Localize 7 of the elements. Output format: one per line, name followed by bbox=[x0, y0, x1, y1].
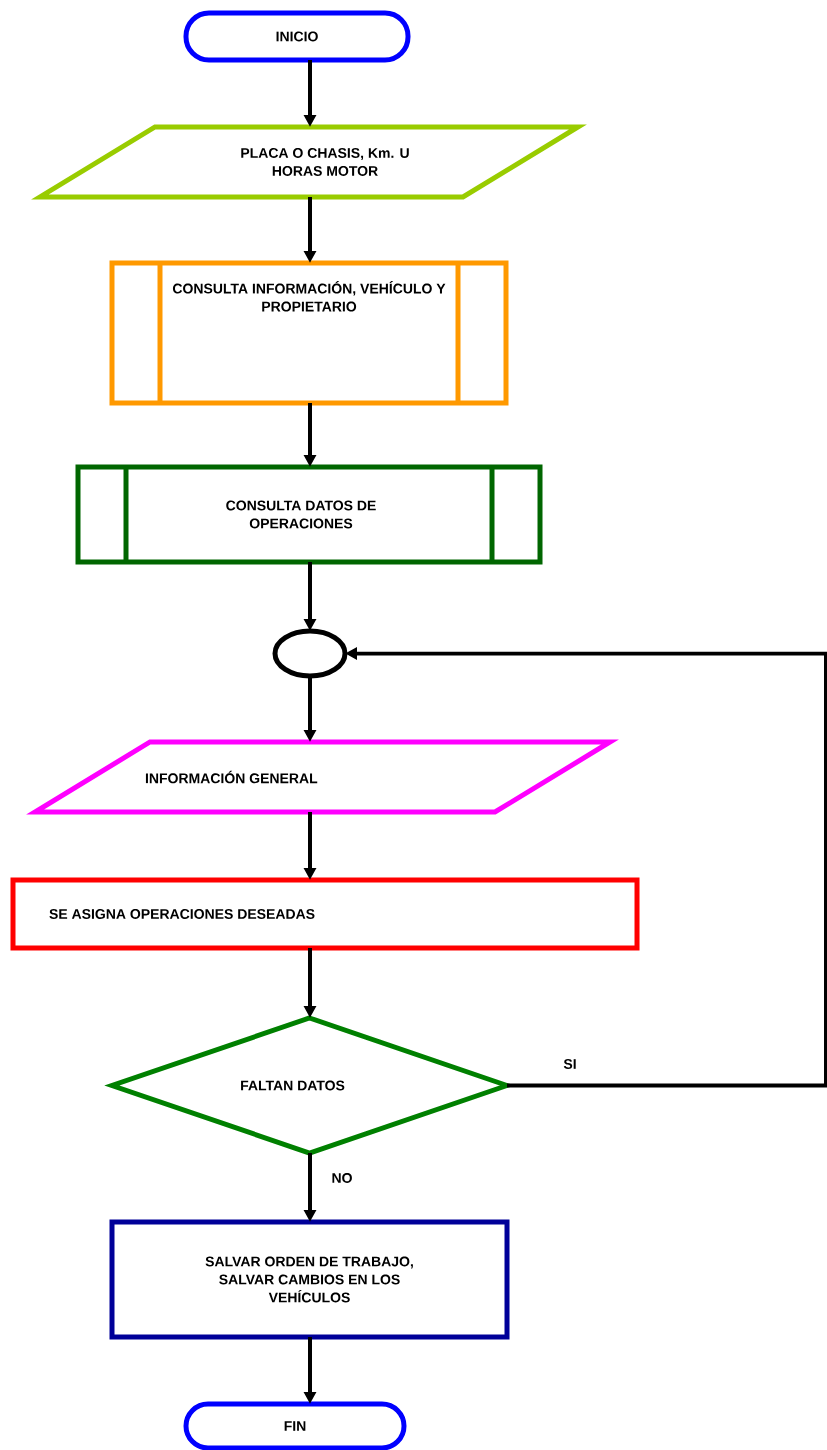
subprocess-box: CONSULTA INFORMACIÓN, VEHÍCULO Y PROPIETARIO bbox=[109, 260, 509, 406]
subprocess-box: CONSULTA DATOS DE OPERACIONES bbox=[75, 464, 543, 565]
edge-label: NO bbox=[330, 1172, 354, 1184]
edge-label: SI bbox=[562, 1058, 578, 1070]
process-box: SE ASIGNA OPERACIONES DESEADAS bbox=[10, 877, 640, 951]
process-box: SALVAR ORDEN DE TRABAJO, SALVAR CAMBIOS EN LOS VEHÍCULOS bbox=[109, 1219, 510, 1340]
connector-circle bbox=[272, 628, 348, 679]
